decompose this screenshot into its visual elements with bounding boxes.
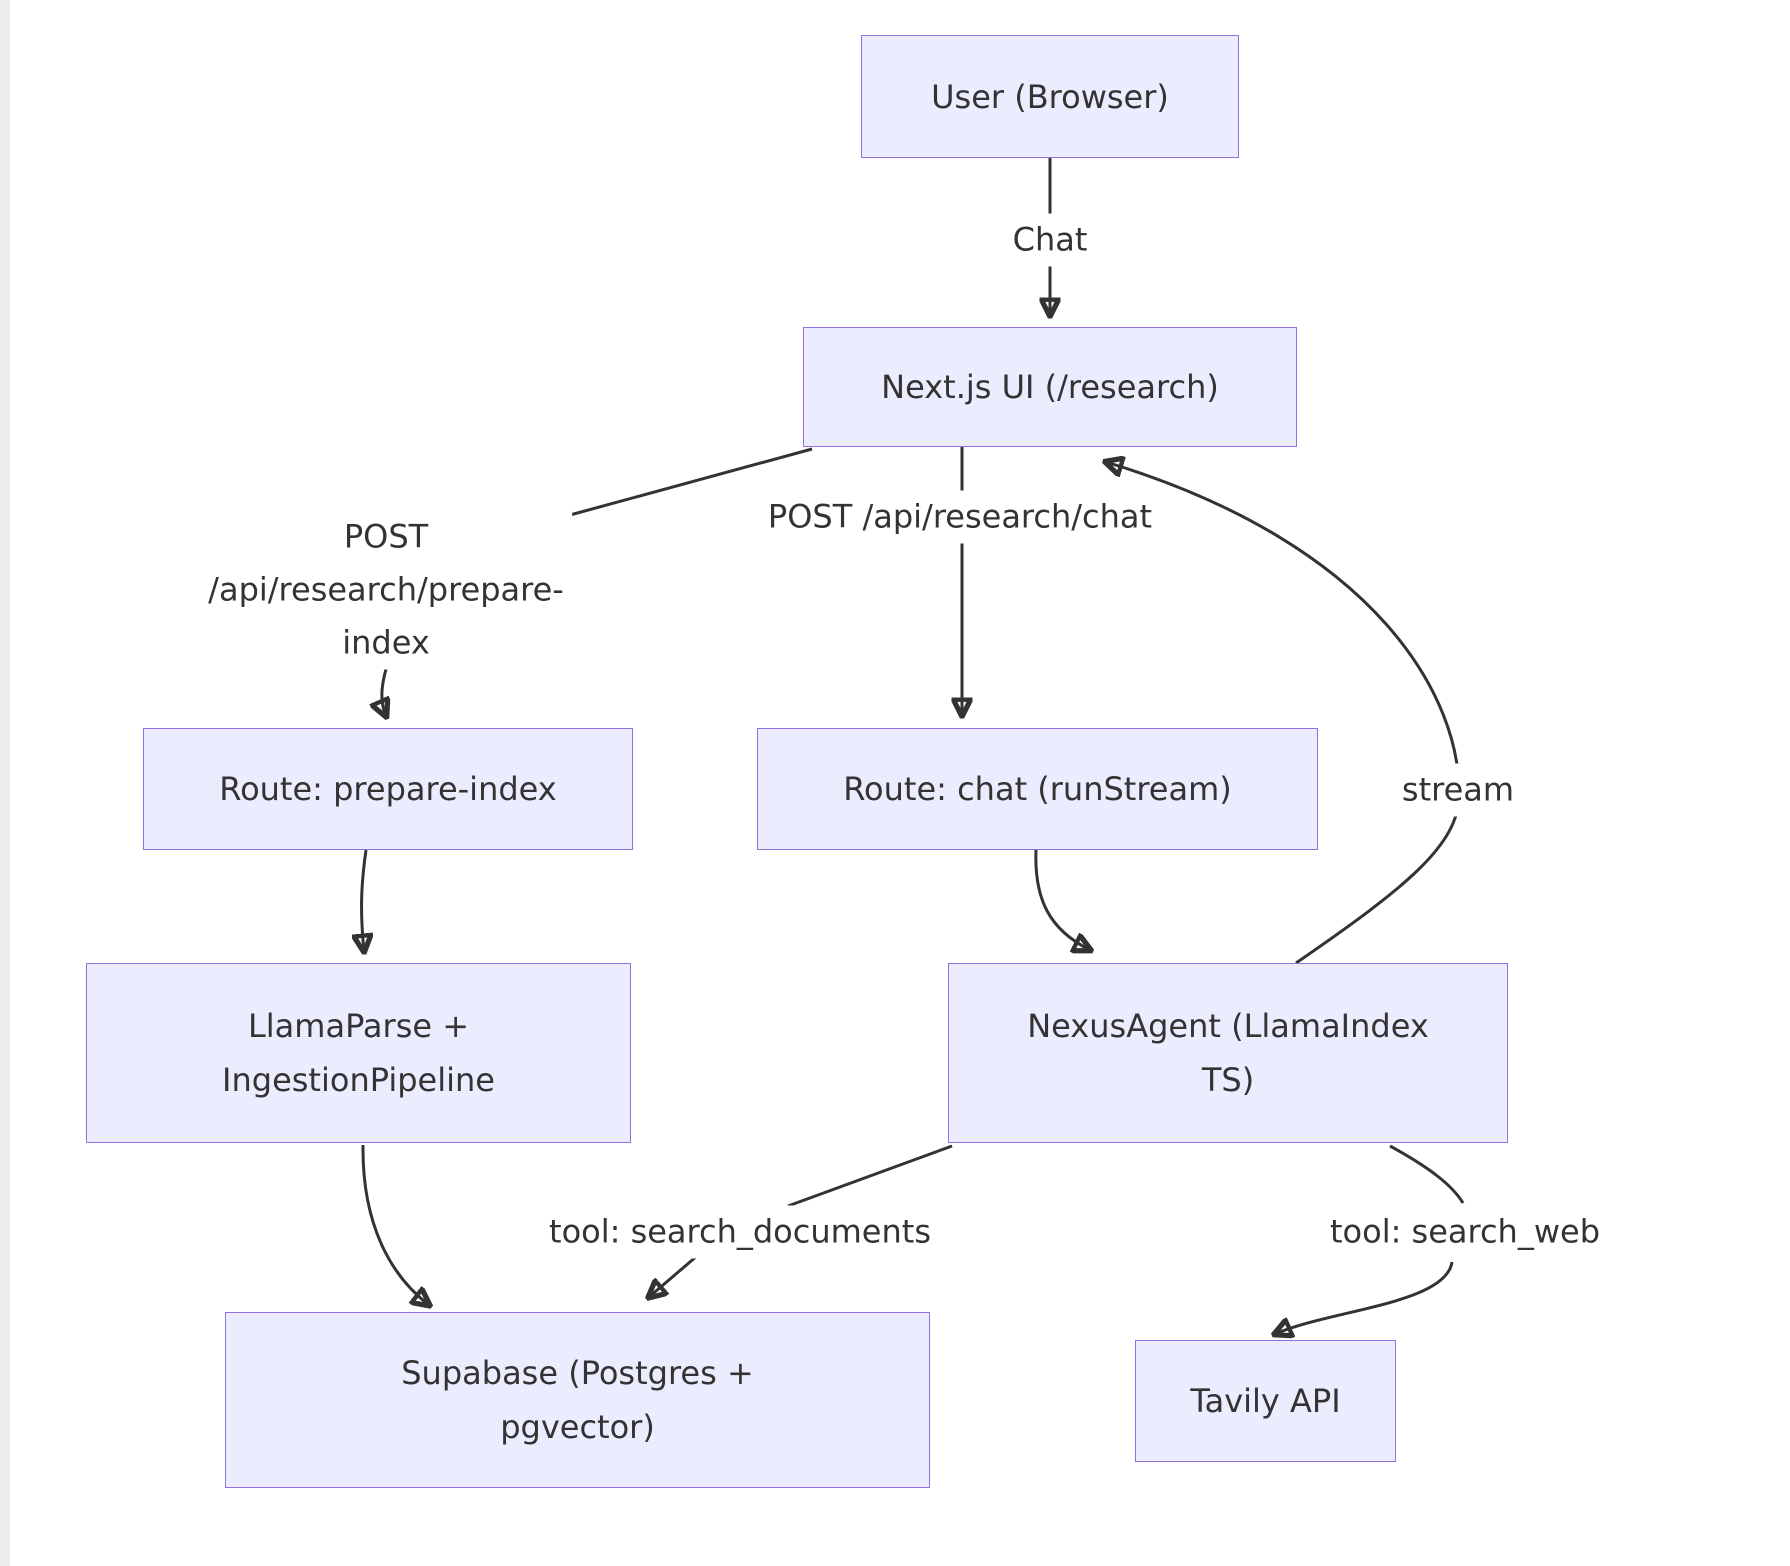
node-nexusagent-label: NexusAgent (LlamaIndex — [1027, 1007, 1429, 1045]
node-llamaparse: LlamaParse + IngestionPipeline — [86, 963, 631, 1143]
edge-nexusagent-nextjs-stream — [1106, 462, 1461, 965]
edge-label-nexusagent-nextjs-line: stream — [1401, 770, 1515, 809]
edge-llamaparse-supabase — [361, 1144, 429, 1305]
edge-label-nextjs-route-chat-line: POST /api/research/chat — [767, 497, 1153, 536]
edge-route-prepare-llamaparse — [362, 849, 366, 951]
edge-label-nexusagent-tavily-line: tool: search_web — [1329, 1212, 1601, 1251]
node-supabase: Supabase (Postgres + pgvector) — [225, 1312, 930, 1488]
node-nexusagent-label: TS) — [1201, 1061, 1255, 1099]
edge-label-nextjs-route-chat: POST /api/research/chat — [759, 490, 1161, 544]
edge-label-nexusagent-supabase-line: tool: search_documents — [549, 1212, 931, 1251]
edge-label-nexusagent-tavily: tool: search_web — [1321, 1205, 1609, 1259]
edge-nextjs-route-prepare-upper — [547, 447, 813, 523]
node-route-prepare: Route: prepare-index — [143, 728, 633, 850]
edge-nexusagent-tavily-lower — [1275, 1261, 1454, 1334]
page-left-gutter — [0, 0, 10, 1566]
edge-label-user-nextjs-line: Chat — [1012, 220, 1088, 259]
edge-route-chat-nexusagent — [1034, 849, 1090, 950]
node-nextjs-label: Next.js UI (/research) — [881, 368, 1219, 406]
node-route-chat: Route: chat (runStream) — [757, 728, 1318, 850]
node-route-chat-label: Route: chat (runStream) — [843, 770, 1232, 808]
edge-nexusagent-supabase-upper — [787, 1144, 953, 1208]
node-user: User (Browser) — [861, 35, 1239, 158]
node-user-label: User (Browser) — [931, 77, 1169, 116]
node-supabase-label: pgvector) — [500, 1408, 655, 1446]
edge-label-nextjs-route-prepare-line: index — [342, 623, 430, 662]
edge-label-nexusagent-nextjs: stream — [1393, 763, 1523, 817]
node-tavily-label: Tavily API — [1190, 1382, 1341, 1420]
node-tavily: Tavily API — [1135, 1340, 1396, 1462]
node-llamaparse-label: LlamaParse + — [247, 1007, 470, 1045]
edge-label-nexusagent-supabase: tool: search_documents — [541, 1205, 939, 1259]
node-supabase-label: Supabase (Postgres + — [401, 1354, 754, 1392]
edge-label-nextjs-route-prepare: POST/api/research/prepare-index — [200, 510, 572, 670]
edge-label-nextjs-route-prepare-line: POST — [343, 517, 429, 556]
edge-label-nextjs-route-prepare-line: /api/research/prepare- — [208, 570, 564, 609]
edge-label-user-nextjs: Chat — [1004, 213, 1096, 267]
node-route-prepare-label: Route: prepare-index — [219, 770, 557, 808]
node-nextjs: Next.js UI (/research) — [803, 327, 1297, 447]
edge-nexusagent-tavily-upper — [1389, 1144, 1465, 1204]
node-llamaparse-label: IngestionPipeline — [222, 1061, 495, 1099]
